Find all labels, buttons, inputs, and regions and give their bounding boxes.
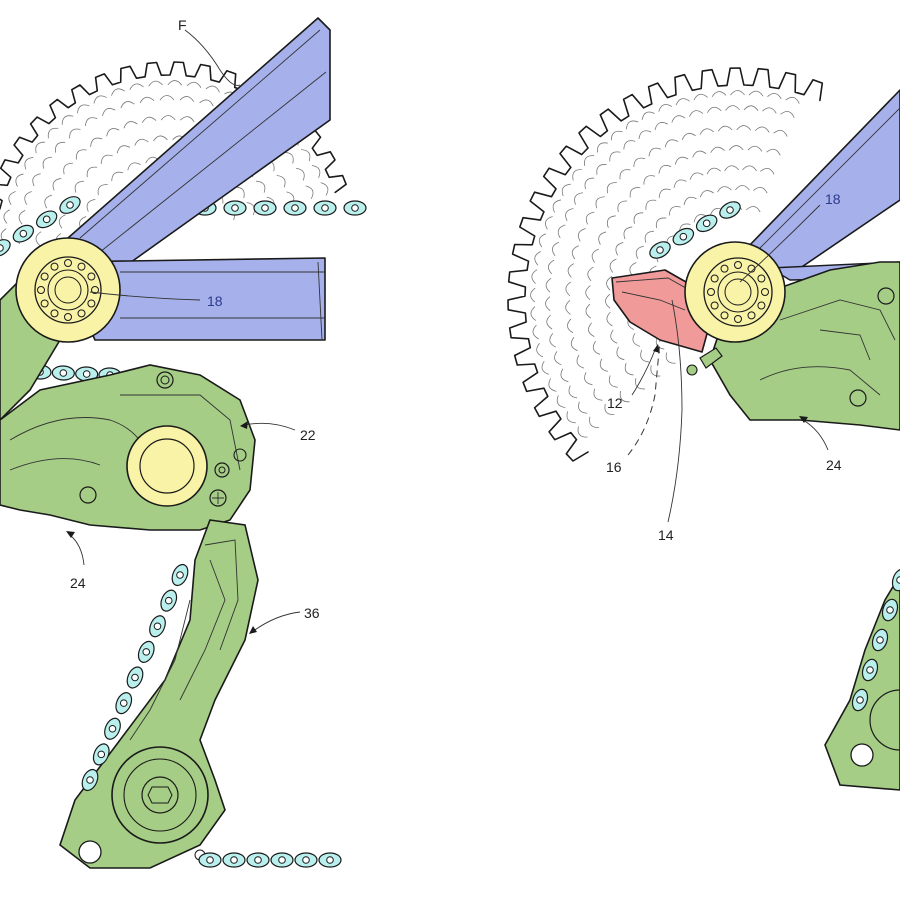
left-derailleur — [0, 278, 259, 869]
left-frame — [59, 17, 331, 341]
left-derailleur-body — [0, 364, 256, 531]
label-derailleur-left: 24 — [70, 575, 86, 591]
right-derailleur — [686, 261, 900, 791]
label-derailleur-right: 24 — [826, 457, 842, 473]
label-cage: 36 — [304, 605, 320, 621]
left-view: F 18 22 24 36 — [0, 17, 367, 869]
right-view: 18 12 16 14 24 — [507, 67, 900, 791]
label-frame: F — [178, 17, 187, 33]
right-frame — [744, 89, 900, 281]
label-guard: 12 — [607, 395, 623, 411]
left-seat-stay — [59, 17, 331, 271]
right-chain-upper — [649, 201, 741, 259]
left-chain-lower — [81, 563, 342, 868]
left-axle — [15, 237, 121, 343]
left-lower-pulley — [111, 746, 209, 844]
label-hanger: 22 — [300, 427, 316, 443]
label-edge: 14 — [658, 527, 674, 543]
label-axle-right: 18 — [825, 191, 841, 207]
label-axle-left: 18 — [207, 293, 223, 309]
right-large-cog — [507, 67, 824, 462]
left-cage-arm — [59, 519, 259, 869]
right-axle — [684, 241, 786, 343]
label-break-line: 16 — [606, 459, 622, 475]
right-chain-lower — [851, 568, 900, 712]
